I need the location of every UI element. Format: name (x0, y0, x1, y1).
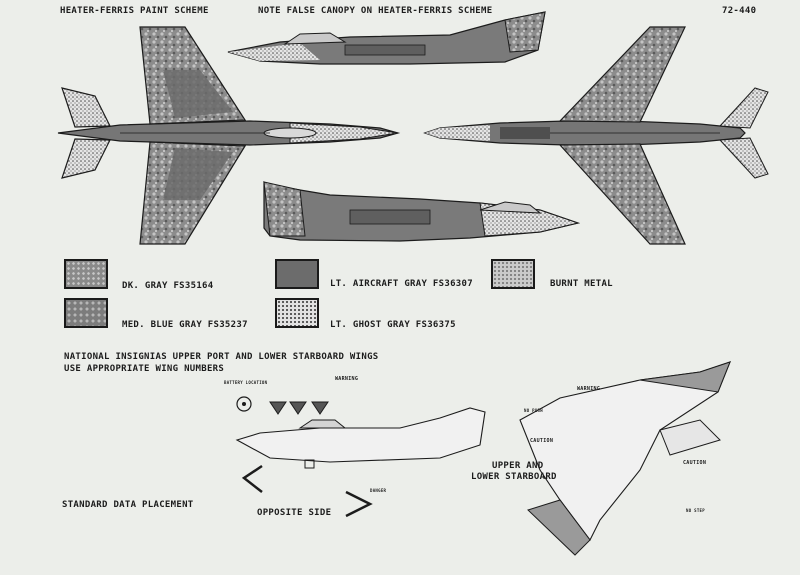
warning-stencil-right: WARNING (577, 386, 601, 392)
swatch-lt-ghost-gray (275, 298, 319, 328)
stencil-top-view (519, 361, 731, 556)
opposite-side-label: OPPOSITE SIDE (257, 508, 332, 518)
upper-lower-label-line1: UPPER AND (492, 461, 544, 471)
top-view-aircraft (57, 26, 401, 245)
no-step-stencil: NO STEP (686, 508, 705, 513)
caution-stencil-left: CAUTION (530, 438, 554, 444)
caution-stencil-right: CAUTION (683, 460, 707, 466)
swatch-lt-aircraft-gray (275, 259, 319, 289)
swatch-burnt-metal (491, 259, 535, 289)
standard-data-placement-label: STANDARD DATA PLACEMENT (62, 500, 194, 510)
upper-lower-label-line2: LOWER STARBOARD (471, 472, 557, 482)
warning-stencil-left: WARNING (335, 376, 359, 382)
stencil-side-view (235, 396, 486, 518)
battery-location-stencil: BATTERY LOCATION (224, 380, 268, 385)
legend-burnt-metal-label: BURNT METAL (550, 279, 613, 289)
side-profile-bottom (263, 181, 581, 242)
canopy-note: NOTE FALSE CANOPY ON HEATER-FERRIS SCHEM… (258, 6, 493, 16)
insignia-note-line2: USE APPROPRIATE WING NUMBERS (64, 364, 225, 374)
legend-lt-aircraft-gray-label: LT. AIRCRAFT GRAY FS36307 (330, 279, 473, 289)
swatch-dk-gray (64, 259, 108, 289)
danger-stencil: DANGER (370, 488, 387, 493)
scheme-title: HEATER-FERRIS PAINT SCHEME (60, 6, 209, 16)
no-push-stencil: NO PUSH (524, 408, 543, 413)
bottom-view-aircraft (423, 26, 769, 245)
legend-lt-ghost-gray-label: LT. GHOST GRAY FS36375 (330, 320, 456, 330)
swatch-med-blue-gray (64, 298, 108, 328)
legend-med-blue-gray-label: MED. BLUE GRAY FS35237 (122, 320, 248, 330)
legend-dk-gray-label: DK. GRAY FS35164 (122, 281, 214, 291)
side-profile-top (227, 11, 546, 65)
sheet-number: 72-440 (722, 6, 757, 16)
insignia-note-line1: NATIONAL INSIGNIAS UPPER PORT AND LOWER … (64, 352, 379, 362)
